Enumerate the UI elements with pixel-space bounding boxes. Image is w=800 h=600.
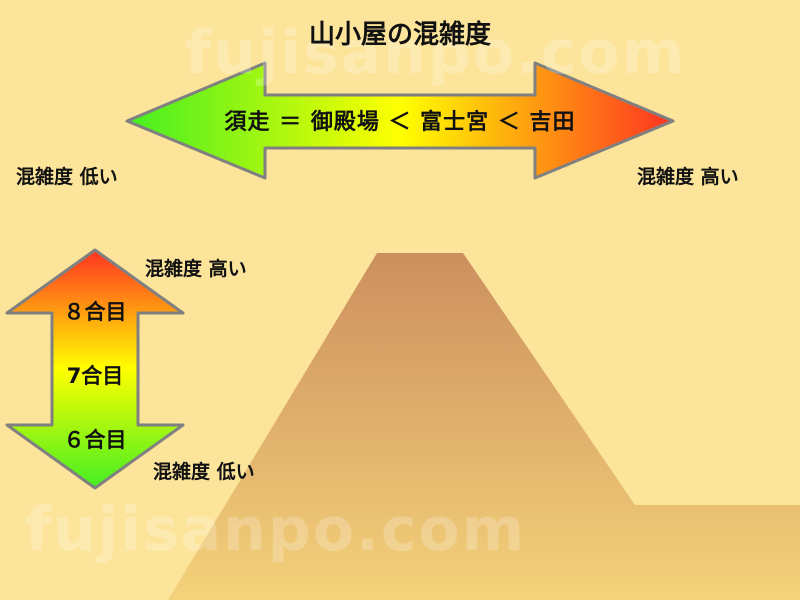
vertical-high-label: 混雑度 高い bbox=[145, 258, 247, 280]
mountain bbox=[168, 253, 800, 600]
diagram-title: 山小屋の混雑度 bbox=[308, 20, 491, 50]
station-6th: ６合目 bbox=[63, 428, 127, 452]
station-8th: ８合目 bbox=[63, 300, 127, 324]
station-7th: 7合目 bbox=[66, 364, 124, 388]
vertical-congestion-arrow bbox=[5, 248, 185, 490]
horizontal-low-label: 混雑度 低い bbox=[16, 166, 118, 188]
horizontal-congestion-arrow bbox=[125, 61, 675, 180]
vertical-low-label: 混雑度 低い bbox=[153, 461, 255, 483]
watermark-bottom: fujisanpo.com bbox=[25, 495, 527, 565]
horizontal-high-label: 混雑度 高い bbox=[637, 166, 739, 188]
route-comparison: 須走 ＝ 御殿場 ＜ 富士宮 ＜ 吉田 bbox=[224, 110, 576, 135]
watermark-top: fujisanpo.com bbox=[185, 18, 687, 88]
